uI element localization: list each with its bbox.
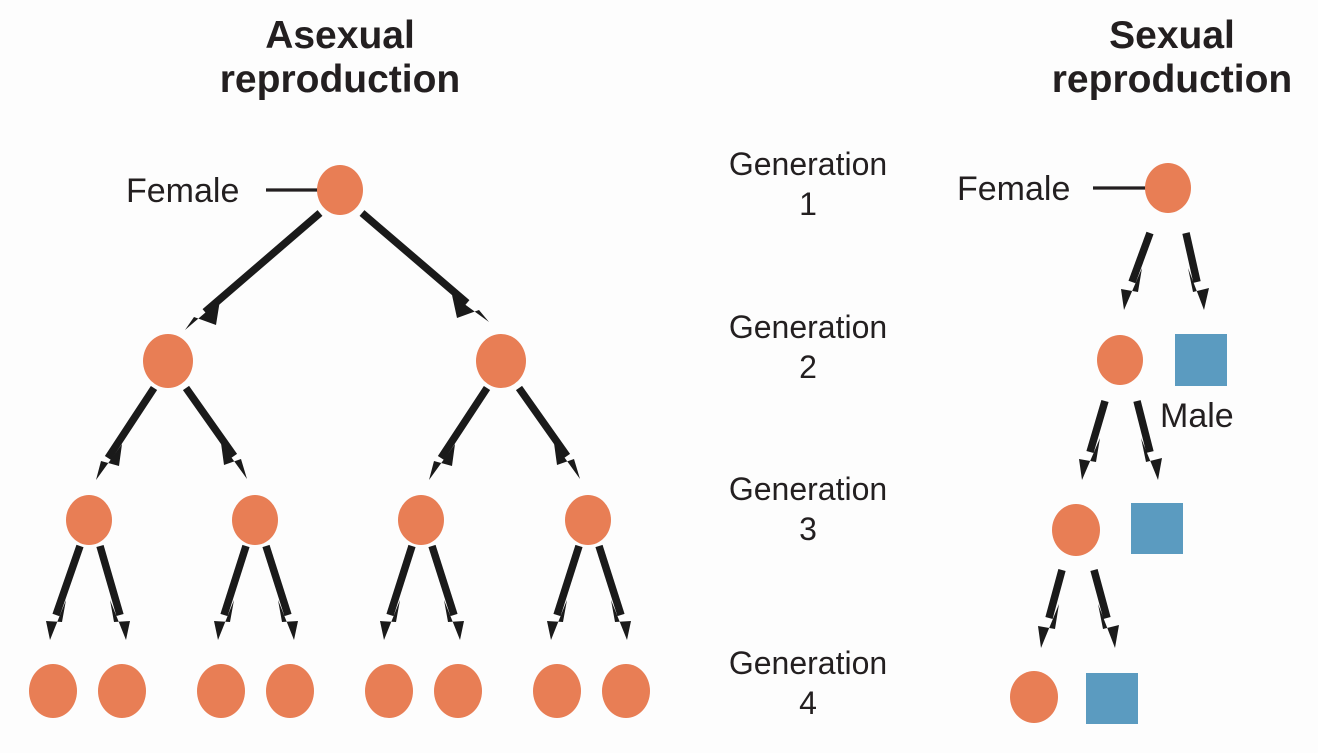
asexual-arrow-g3b-to-g4-right [262, 544, 298, 640]
sexual-g2-female-node [1097, 335, 1143, 385]
asexual-arrow-g3a-to-g4-right [96, 544, 130, 640]
sexual-title-line2: reproduction [1052, 58, 1293, 101]
asexual-g2-female-node-1 [143, 334, 193, 388]
asexual-arrow-g2b-to-g3-right [515, 385, 580, 479]
sexual-g3-male-node [1131, 503, 1183, 554]
generation-1-word: Generation [729, 146, 887, 182]
asexual-arrow-g2a-to-g3-right [182, 385, 247, 479]
sexual-g3-female-node [1052, 504, 1100, 556]
sexual-arrow-g1-to-g2-left [1121, 231, 1154, 310]
sexual-male-label: Male [1160, 397, 1234, 435]
sexual-arrow-g2-to-g3-left [1079, 399, 1109, 480]
asexual-g3-female-node-4 [565, 495, 611, 545]
asexual-g3-female-node-1 [66, 495, 112, 545]
asexual-g4-female-node-4 [266, 664, 314, 718]
asexual-arrow-g2a-to-g3-left [96, 385, 158, 480]
sexual-g4-male-node [1086, 673, 1138, 724]
asexual-g4-female-node-6 [434, 664, 482, 718]
sexual-female-label: Female [957, 170, 1070, 208]
sexual-g4-female-node [1010, 671, 1058, 723]
asexual-g4-female-node-5 [365, 664, 413, 718]
generation-2-number: 2 [799, 349, 817, 385]
asexual-g1-female-node [317, 165, 363, 215]
generation-4-word: Generation [729, 645, 887, 681]
sexual-arrow-g3-to-g4-left [1038, 569, 1066, 648]
asexual-g4-female-node-3 [197, 664, 245, 718]
asexual-arrow-g3c-to-g4-right [428, 544, 464, 640]
generation-4-number: 4 [799, 685, 817, 721]
asexual-g4-female-node-7 [533, 664, 581, 718]
sexual-arrow-g2-to-g3-right [1133, 400, 1162, 480]
asexual-arrow-g2b-to-g3-left [429, 385, 491, 480]
asexual-female-label: Female [126, 172, 239, 210]
generation-1-number: 1 [799, 186, 817, 222]
asexual-arrow-g3a-to-g4-left [46, 544, 84, 640]
asexual-arrow-g1-to-g2-right [359, 210, 489, 322]
sexual-arrow-g3-to-g4-right [1090, 569, 1119, 648]
sexual-g1-female-node [1145, 163, 1191, 213]
asexual-arrow-g3b-to-g4-left [214, 544, 250, 640]
asexual-g3-female-node-2 [232, 495, 278, 545]
sexual-arrow-g1-to-g2-right [1182, 232, 1209, 310]
sexual-g2-male-node [1175, 334, 1227, 386]
generation-2-word: Generation [729, 309, 887, 345]
generation-3-number: 3 [799, 511, 817, 547]
asexual-title-line2: reproduction [220, 58, 461, 101]
asexual-arrow-g3c-to-g4-left [380, 544, 416, 640]
generation-3-word: Generation [729, 471, 887, 507]
asexual-title-line1: Asexual [265, 14, 415, 57]
asexual-arrow-g1-to-g2-left [185, 210, 323, 330]
asexual-g2-female-node-2 [476, 334, 526, 388]
asexual-arrow-g3d-to-g4-left [547, 544, 583, 640]
asexual-arrow-g3d-to-g4-right [595, 544, 631, 640]
asexual-g3-female-node-3 [398, 495, 444, 545]
sexual-title-line1: Sexual [1109, 14, 1235, 57]
asexual-g4-female-node-2 [98, 664, 146, 718]
asexual-g4-female-node-1 [29, 664, 77, 718]
asexual-g4-female-node-8 [602, 664, 650, 718]
